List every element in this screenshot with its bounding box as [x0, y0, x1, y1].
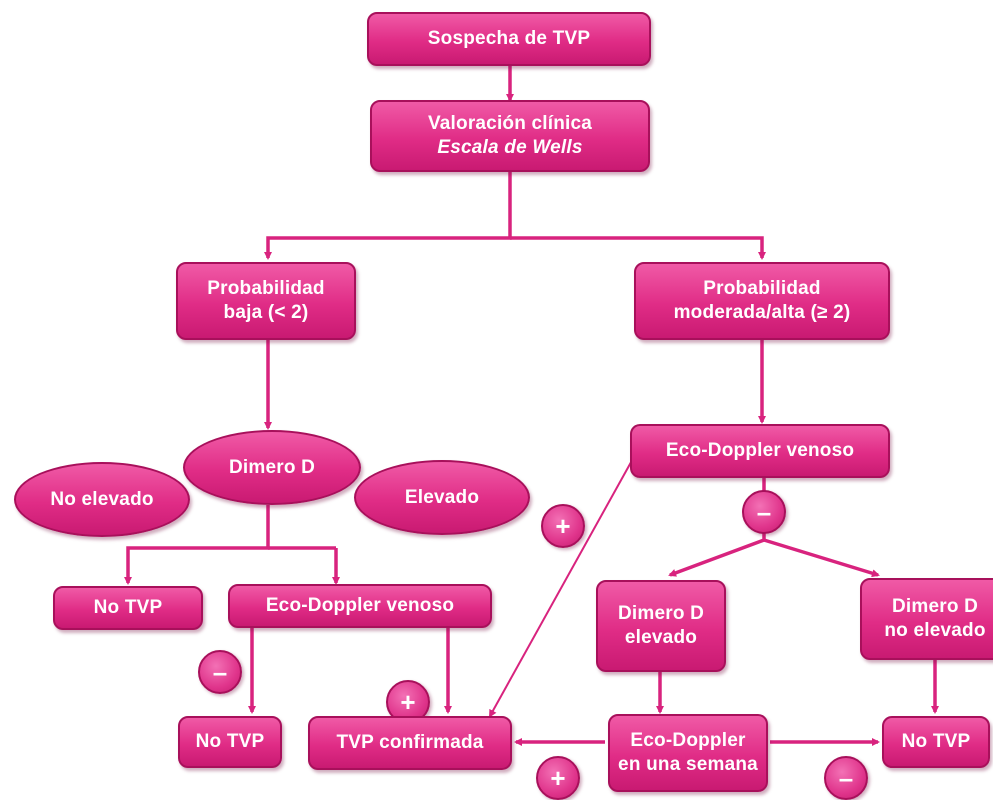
sign-minus-eco-right: – — [742, 490, 786, 534]
node-dimero-d-elevado: Dimero D elevado — [596, 580, 726, 672]
node-tvp-confirmada-label: TVP confirmada — [336, 732, 484, 754]
node-elevado-label: Elevado — [404, 486, 480, 508]
sign-plus-elevado-label: + — [555, 511, 571, 541]
node-prob-baja-line1: Probabilidad — [207, 278, 325, 300]
node-probabilidad-moderada-alta: Probabilidad moderada/alta (≥ 2) — [634, 262, 890, 340]
arrow-eco-right-confirmada — [489, 454, 636, 718]
node-dimero-d: Dimero D — [183, 430, 361, 505]
sign-plus-elevado: + — [541, 504, 585, 548]
node-no-elevado-label: No elevado — [50, 488, 154, 510]
node-sospecha-label: Sospecha de TVP — [427, 28, 591, 50]
node-eco-doppler-venoso-right: Eco-Doppler venoso — [630, 424, 890, 478]
arrow-to-dimero-no-elevado — [763, 538, 880, 578]
node-eco-doppler-venoso-left: Eco-Doppler venoso — [228, 584, 492, 628]
node-no-tvp-bottom-left: No TVP — [178, 716, 282, 768]
node-dimero-elevado-line2: elevado — [624, 627, 698, 648]
node-valoracion-clinica: Valoración clínica Escala de Wells — [370, 100, 650, 172]
node-no-tvp-bottom-right: No TVP — [882, 716, 990, 768]
node-prob-alta-line2: moderada/alta (≥ 2) — [673, 302, 851, 323]
sign-minus-eco-semana: – — [824, 756, 868, 800]
node-no-tvp-left-label: No TVP — [93, 597, 163, 619]
node-no-tvp-bottom-left-label: No TVP — [195, 731, 265, 753]
node-elevado: Elevado — [354, 460, 530, 535]
node-dimero-d-label: Dimero D — [228, 456, 316, 478]
sign-plus-eco-semana-label: + — [550, 763, 566, 793]
connector-dimero-split — [124, 505, 270, 585]
sign-minus-eco-right-label: – — [756, 497, 772, 527]
node-eco-left-label: Eco-Doppler venoso — [265, 595, 455, 617]
node-prob-alta-line1: Probabilidad — [703, 278, 821, 300]
node-prob-baja-line2: baja (< 2) — [223, 302, 309, 323]
sign-minus-eco-left: – — [198, 650, 242, 694]
sign-minus-eco-semana-label: – — [838, 763, 854, 793]
node-sospecha-tvp: Sospecha de TVP — [367, 12, 651, 66]
connector-valoracion-split — [264, 172, 512, 260]
node-no-tvp-bottom-right-label: No TVP — [901, 731, 971, 753]
node-valoracion-line2: Escala de Wells — [437, 137, 583, 158]
sign-minus-eco-left-label: – — [212, 657, 228, 687]
node-dimero-no-elevado-line1: Dimero D — [891, 596, 979, 618]
node-no-tvp-left: No TVP — [53, 586, 203, 630]
node-valoracion-line1: Valoración clínica — [427, 113, 593, 135]
connector-to-prob-alta — [510, 236, 766, 260]
sign-plus-eco-semana: + — [536, 756, 580, 800]
node-dimero-elevado-line1: Dimero D — [617, 603, 705, 625]
node-eco-semana-line1: Eco-Doppler — [630, 730, 746, 752]
node-eco-right-label: Eco-Doppler venoso — [665, 440, 855, 462]
node-no-elevado: No elevado — [14, 462, 190, 537]
node-eco-semana-line2: en una semana — [618, 754, 758, 775]
node-dimero-no-elevado-line2: no elevado — [884, 620, 986, 641]
node-dimero-d-no-elevado: Dimero D no elevado — [860, 578, 993, 660]
node-tvp-confirmada: TVP confirmada — [308, 716, 512, 770]
sign-plus-eco-left-label: + — [400, 687, 416, 717]
node-eco-doppler-en-una-semana: Eco-Doppler en una semana — [608, 714, 768, 792]
node-probabilidad-baja: Probabilidad baja (< 2) — [176, 262, 356, 340]
